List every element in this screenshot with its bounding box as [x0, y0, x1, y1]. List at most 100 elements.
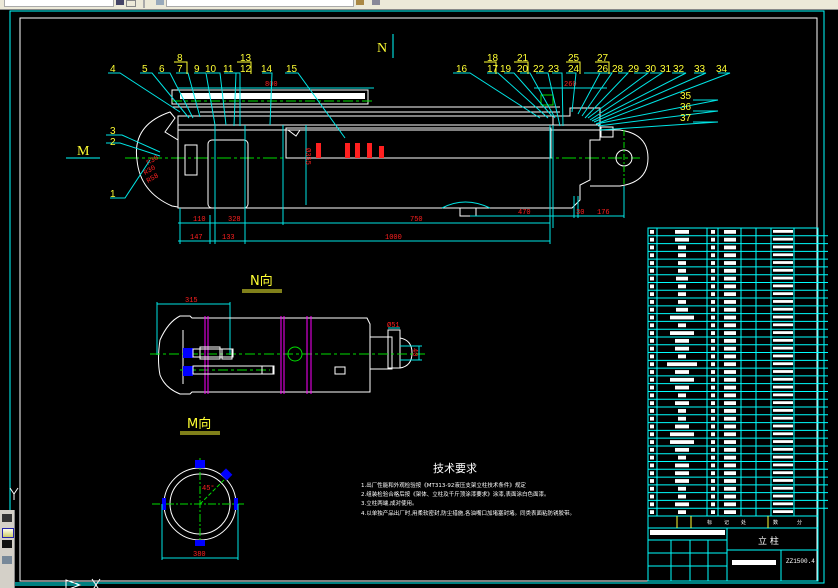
- dim-133: 133: [222, 234, 235, 242]
- parts-row-qty: [711, 463, 715, 468]
- bleed-valve: [540, 94, 554, 106]
- drawing-canvas[interactable]: N M: [0, 10, 838, 588]
- parts-row-index: [650, 230, 654, 234]
- parts-row-remark: [773, 510, 793, 513]
- parts-row-material: [724, 338, 736, 343]
- bottom-valve: [184, 144, 198, 176]
- parts-row-material: [724, 276, 736, 281]
- part-label: 2: [110, 137, 116, 148]
- parts-row-qty: [711, 416, 715, 421]
- tech-req-item: 4.以单独产品出厂时,用柔软密封,防尘措施,各油嘴口加堵塞封堵。同类表面粘防锈胶…: [361, 509, 575, 517]
- dim-750: 750: [410, 216, 423, 224]
- parts-row-material: [724, 307, 736, 312]
- parts-row-material: [724, 510, 736, 514]
- parts-row-qty: [711, 486, 715, 491]
- parts-row-index: [650, 401, 654, 406]
- cylinder-right-head: [553, 107, 601, 209]
- properties-icon[interactable]: [156, 0, 164, 5]
- parts-row-qty: [711, 315, 715, 320]
- parts-row-material: [724, 393, 736, 398]
- parts-row-name: [678, 253, 686, 258]
- n-body-outline: [158, 315, 371, 395]
- parts-row-name: [670, 440, 694, 444]
- bottom-boss: [441, 201, 491, 209]
- part-label: 6: [159, 64, 165, 75]
- seal-block: [355, 143, 360, 158]
- part-label: 9: [194, 64, 200, 75]
- dim-147: 147: [190, 234, 203, 242]
- parts-row-name: [676, 276, 688, 281]
- part-label: 16: [456, 64, 468, 75]
- tool-icon[interactable]: [2, 556, 12, 564]
- parts-row-material: [724, 370, 736, 374]
- m-direction-view: M向 45° 380: [152, 416, 246, 560]
- dim-328: 328: [228, 216, 241, 224]
- part-label: 7: [177, 64, 183, 75]
- part-label: 11: [223, 64, 234, 75]
- parts-row-index: [650, 494, 654, 499]
- part-label: 31: [660, 64, 672, 75]
- parts-row-qty: [711, 440, 715, 444]
- n-rod-eye-arc: [399, 337, 413, 369]
- part-label: 35: [680, 91, 692, 102]
- title-block-fill: [732, 560, 776, 565]
- part-label: 37: [680, 113, 692, 124]
- parts-row-qty: [711, 331, 715, 335]
- parts-row-qty: [711, 354, 715, 359]
- n-hidden-lines: [204, 316, 312, 394]
- parts-row-name: [678, 268, 686, 273]
- parts-row-name: [678, 409, 686, 413]
- match-properties-icon[interactable]: [356, 0, 364, 5]
- parts-row-qty: [711, 292, 715, 297]
- m-seal-top: [195, 460, 205, 468]
- parts-row-material: [724, 424, 736, 429]
- part-label: 20: [517, 64, 529, 75]
- part-label: 23: [548, 64, 560, 75]
- parts-row-index: [650, 471, 654, 476]
- layer-dropdown[interactable]: [4, 0, 114, 7]
- parts-row-remark: [773, 307, 793, 311]
- tool-icon[interactable]: [2, 514, 12, 522]
- parts-row-remark: [773, 377, 793, 381]
- parts-row-qty: [711, 276, 715, 281]
- parts-row-material: [724, 479, 736, 483]
- tool-icon[interactable]: [2, 528, 14, 538]
- parts-row-remark: [773, 245, 793, 249]
- parts-row-name: [678, 494, 686, 499]
- parts-row-index: [650, 463, 654, 468]
- view-m-marker: M: [77, 144, 90, 159]
- cylinder-head-outline: [135, 111, 179, 208]
- parts-row-index: [650, 486, 654, 491]
- parts-row-material: [724, 377, 736, 382]
- layer-previous-icon[interactable]: [126, 0, 136, 7]
- parts-row-name: [670, 315, 694, 320]
- parts-row-remark: [773, 463, 793, 467]
- dim-470: 470: [518, 209, 531, 217]
- layer-manager-icon[interactable]: [116, 0, 124, 5]
- parts-row-name: [675, 370, 689, 374]
- part-label: 17: [487, 64, 499, 75]
- parts-row-name: [678, 245, 686, 250]
- part-label: 36: [680, 102, 692, 113]
- title-block-fill: [650, 530, 725, 535]
- part-label: 30: [645, 64, 657, 75]
- tool-palette[interactable]: [0, 510, 15, 588]
- header-cell: 标: [707, 519, 712, 526]
- tool-icon[interactable]: [2, 540, 12, 548]
- toolbar-separator: [143, 0, 145, 8]
- parts-row-index: [650, 307, 654, 312]
- parts-row-index: [650, 385, 654, 390]
- parts-row-name: [678, 455, 686, 460]
- dim-n-width: 315: [185, 297, 198, 305]
- dropdown-arrow-icon[interactable]: [372, 0, 380, 5]
- parts-row-name: [678, 284, 686, 289]
- color-linetype-dropdown[interactable]: [166, 0, 354, 7]
- parts-row-index: [650, 377, 654, 382]
- parts-row-material: [724, 471, 736, 476]
- n-pipe-lower: [192, 365, 274, 375]
- parts-row-name: [675, 237, 689, 242]
- parts-row-remark: [773, 331, 793, 334]
- part-label: 25: [568, 53, 580, 64]
- parts-row-name: [678, 416, 686, 421]
- parts-row-remark: [773, 300, 793, 303]
